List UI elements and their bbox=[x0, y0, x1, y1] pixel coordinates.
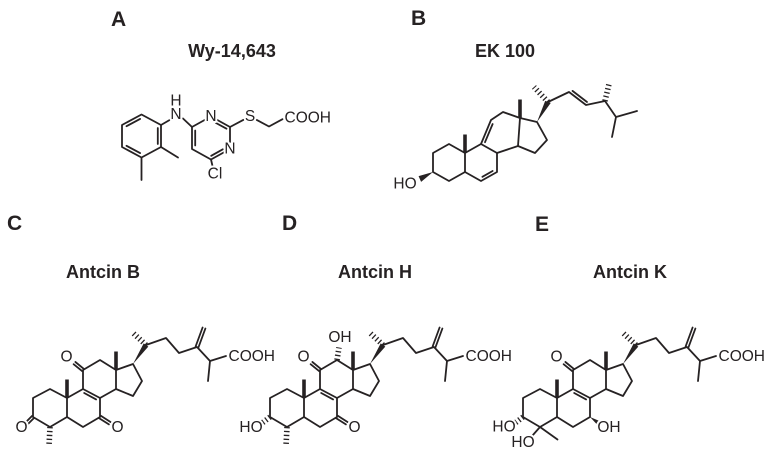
ketone-c7-line1 bbox=[335, 417, 347, 426]
nh-label: N bbox=[170, 106, 181, 123]
thioacetic-chain bbox=[255, 118, 284, 128]
ho3-label: HO bbox=[239, 419, 262, 436]
panel-letter-e: E bbox=[535, 213, 550, 236]
panel-letter-b: B bbox=[411, 7, 427, 30]
methyl-2-bond bbox=[160, 146, 179, 159]
antcin-skeleton bbox=[523, 328, 716, 428]
h-label: H bbox=[170, 93, 181, 110]
cooh-label-e: COOH bbox=[719, 348, 766, 365]
methyl-c4-hashed bbox=[283, 426, 290, 447]
methyl-c4-hashed bbox=[46, 426, 53, 447]
hydroxyl-c3-hashed bbox=[512, 414, 525, 426]
structure-ek100: HO bbox=[391, 83, 638, 195]
structure-antcin-k: O HO HO OH COOH bbox=[490, 328, 767, 453]
oh12-label: OH bbox=[328, 329, 351, 346]
cl-label: Cl bbox=[208, 166, 223, 183]
s-label: S bbox=[245, 108, 255, 125]
side-chain bbox=[547, 91, 638, 138]
double-bond-9-11 bbox=[484, 123, 494, 144]
antcin-skeleton bbox=[270, 328, 463, 428]
bond-c4-methyl bbox=[539, 426, 559, 441]
pyrimidine-double-n1c2 bbox=[215, 122, 228, 130]
compound-title-antcin-b: Antcin B bbox=[66, 262, 140, 282]
n1-label: N bbox=[205, 108, 216, 125]
cooh-label-d: COOH bbox=[466, 348, 513, 365]
cooh-label-c: COOH bbox=[229, 348, 276, 365]
methyl-c21-hashed bbox=[531, 85, 551, 104]
ketone-c3-line1 bbox=[23, 415, 33, 425]
panel-letter-d: D bbox=[282, 212, 298, 235]
methyl-c28-hashed bbox=[602, 83, 612, 102]
panel-letter-a: A bbox=[111, 8, 127, 31]
benzene-ring bbox=[121, 113, 162, 159]
o7-label: O bbox=[348, 419, 360, 436]
benzene-double-1 bbox=[125, 118, 142, 128]
bond-c6-cl bbox=[210, 158, 214, 167]
ho-label-b: HO bbox=[393, 176, 416, 193]
compound-title-ek100: EK 100 bbox=[474, 41, 536, 61]
bond-ring-n bbox=[160, 118, 172, 126]
pyrimidine-double-n3c6 bbox=[210, 148, 224, 157]
hydroxyl-c12-hashed bbox=[334, 347, 342, 361]
compound-title-wy14643: Wy-14,643 bbox=[188, 41, 276, 61]
compound-title-antcin-h: Antcin H bbox=[338, 262, 412, 282]
bond-c2-s bbox=[229, 118, 245, 128]
ketone-c7-line2 bbox=[336, 414, 349, 423]
wedge-c17-c20 bbox=[537, 100, 551, 122]
benzene-double-2 bbox=[125, 144, 142, 155]
structure-antcin-b: O O O COOH bbox=[13, 328, 277, 447]
compound-title-antcin-k: Antcin K bbox=[593, 262, 667, 282]
o11-label: O bbox=[60, 349, 72, 366]
n3-label: N bbox=[224, 141, 235, 158]
ring-a bbox=[432, 143, 466, 182]
structure-wy-14643: H N N N S Cl COOH bbox=[121, 91, 333, 185]
wedge-c7-oh bbox=[590, 417, 602, 427]
ketone-c3-line2 bbox=[25, 417, 35, 427]
wedge-c3-ho bbox=[418, 172, 433, 182]
ring-c bbox=[480, 111, 521, 154]
ring-d bbox=[517, 117, 548, 154]
bond-c4-ho bbox=[531, 426, 541, 437]
o3-label: O bbox=[15, 419, 27, 436]
double-bond-7 bbox=[481, 170, 494, 178]
panel-letter-c: C bbox=[7, 212, 23, 235]
ketone-c7-line2 bbox=[99, 414, 112, 423]
antcin-skeleton bbox=[33, 328, 226, 428]
ho3-label: HO bbox=[492, 419, 515, 436]
double-bond-22-23 bbox=[571, 90, 588, 103]
structure-antcin-h: OH O HO O COOH bbox=[237, 328, 514, 447]
bond-n-c4 bbox=[182, 117, 193, 128]
o11-label: O bbox=[550, 349, 562, 366]
ho4-label: HO bbox=[511, 434, 534, 451]
o7-label: O bbox=[111, 419, 123, 436]
ring-b bbox=[464, 143, 498, 182]
o11-label: O bbox=[297, 349, 309, 366]
cooh-label-a: COOH bbox=[285, 110, 332, 127]
oh7-label: OH bbox=[597, 419, 620, 436]
hydroxyl-c3-hashed bbox=[259, 414, 272, 426]
ketone-c7-line1 bbox=[98, 417, 110, 426]
